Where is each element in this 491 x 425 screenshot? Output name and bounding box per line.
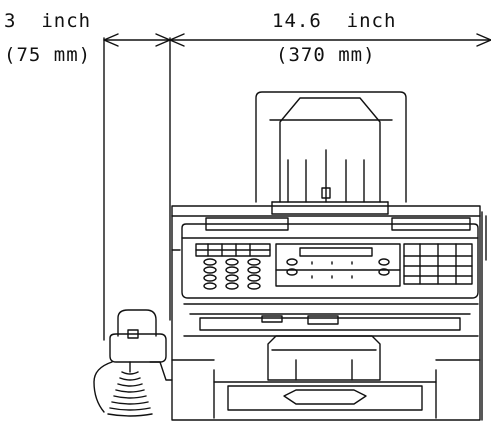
paper-cassette (172, 336, 480, 418)
telephone-handset (94, 310, 172, 416)
dimension-lines (104, 34, 491, 340)
keypad (204, 259, 389, 289)
document-feeder (256, 92, 406, 214)
paper-output-slot (184, 304, 478, 336)
